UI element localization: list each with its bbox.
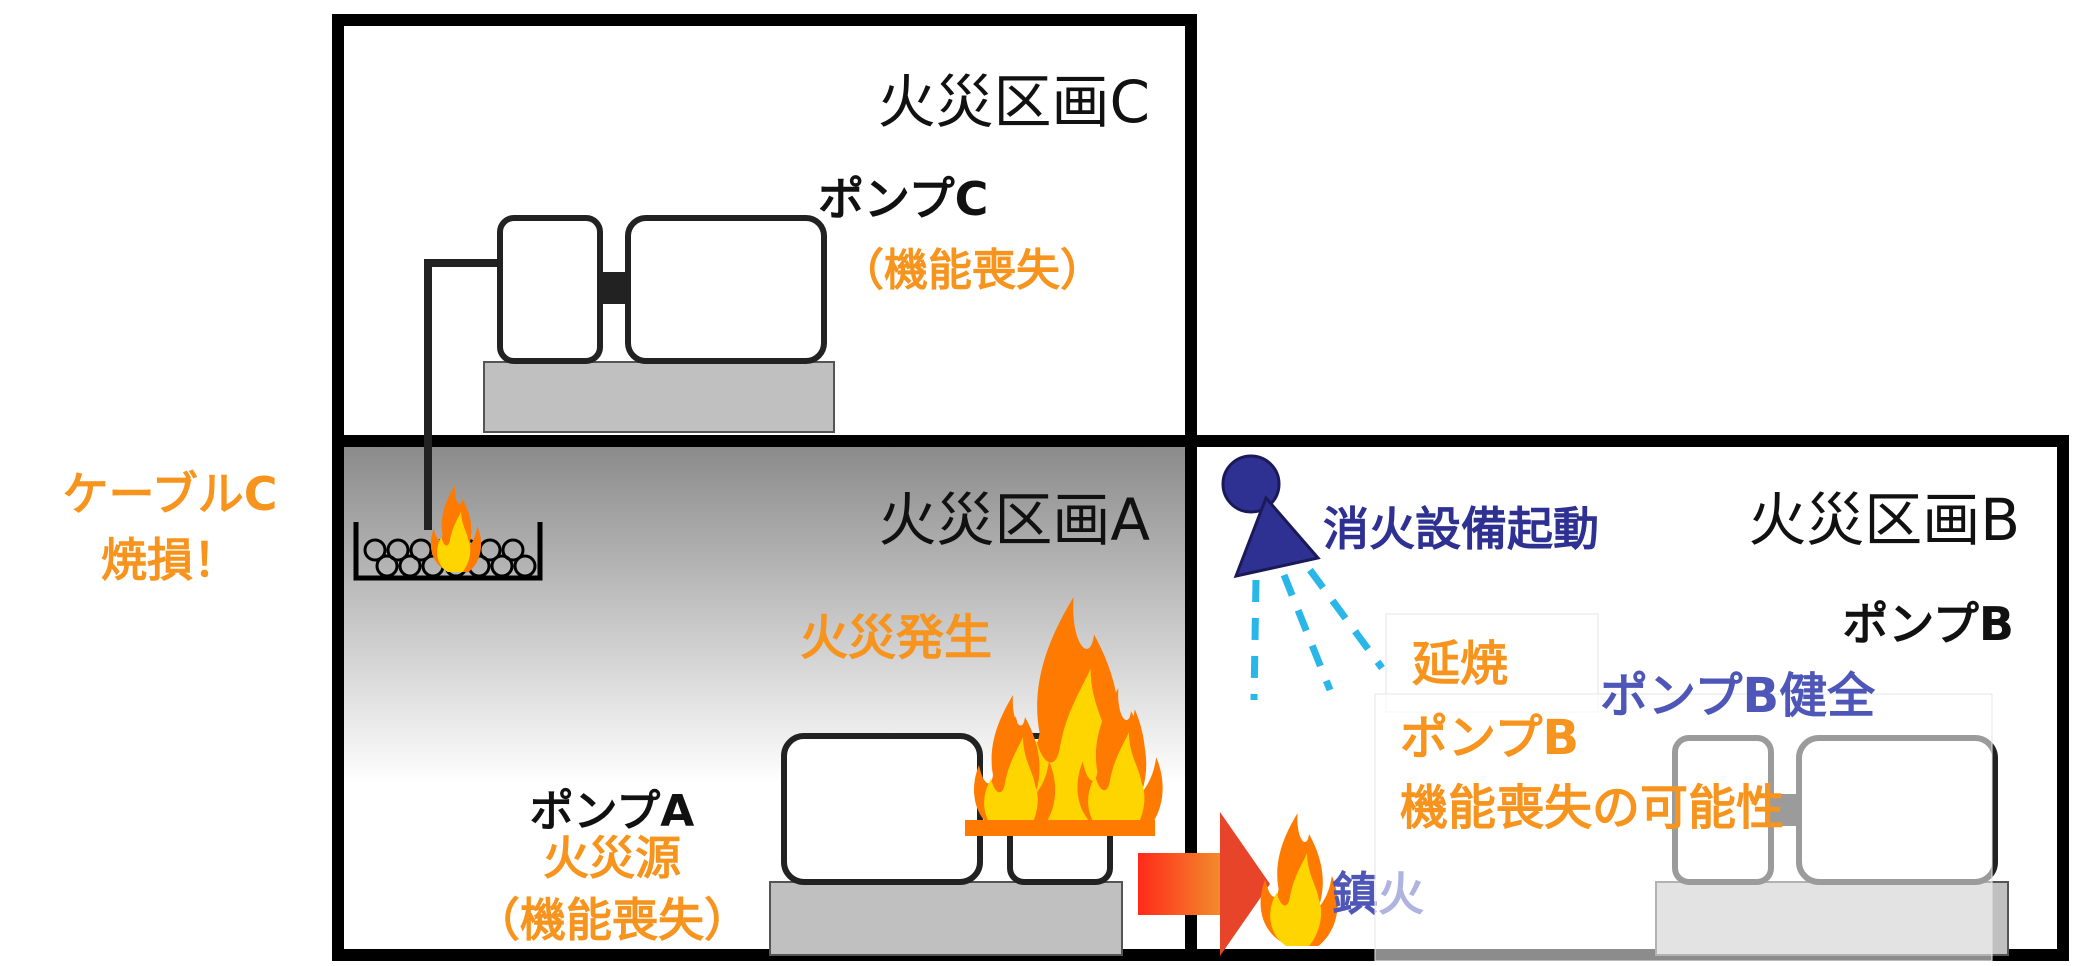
cable-c <box>424 259 500 530</box>
zone-a-label: 火災区画A <box>878 486 1150 554</box>
pump-a-base <box>769 881 1123 956</box>
pump-c-status: （機能喪失） <box>840 245 1104 296</box>
pump-a-status: （機能喪失） <box>474 893 750 947</box>
spread-risk-label: 機能喪失の可能性 <box>1400 780 1784 836</box>
zone-c-label: 火災区画C <box>878 68 1151 136</box>
extinguisher-start-label: 消火設備起動 <box>1323 502 1599 556</box>
pump-c-coupling <box>600 272 628 304</box>
spread-pump-label: ポンプB <box>1400 710 1579 766</box>
pump-c-body <box>625 215 827 364</box>
pump-c-motor <box>497 215 603 364</box>
fire-start-label: 火災発生 <box>800 610 992 666</box>
spread-label: 延焼 <box>1412 636 1508 692</box>
pump-b-status: ポンプB健全 <box>1600 668 1876 724</box>
spread-arrow <box>1138 812 1270 956</box>
wall-compartment-b <box>1191 435 2069 961</box>
pump-a-name: ポンプA <box>530 786 695 837</box>
pump-a-role: 火災源 <box>543 831 681 885</box>
cable-c-burned: 焼損！ <box>101 533 239 587</box>
pump-c-base <box>483 361 835 433</box>
pump-c-name: ポンプC <box>818 172 988 226</box>
pump-b-name: ポンプB <box>1842 597 2014 651</box>
spread-risk-box <box>1374 693 1993 962</box>
fire-source-icon <box>965 597 1163 836</box>
cable-tray-frame <box>353 522 543 581</box>
zone-b-label: 火災区画B <box>1748 486 2020 554</box>
pump-c-illustration <box>483 215 835 433</box>
sprinkler-icon <box>1221 454 1321 579</box>
water-spray <box>1250 567 1385 701</box>
extinguished-fire-icon <box>1260 813 1338 946</box>
pump-a-body <box>781 733 983 885</box>
cable-c-label: ケーブルC <box>63 467 278 521</box>
